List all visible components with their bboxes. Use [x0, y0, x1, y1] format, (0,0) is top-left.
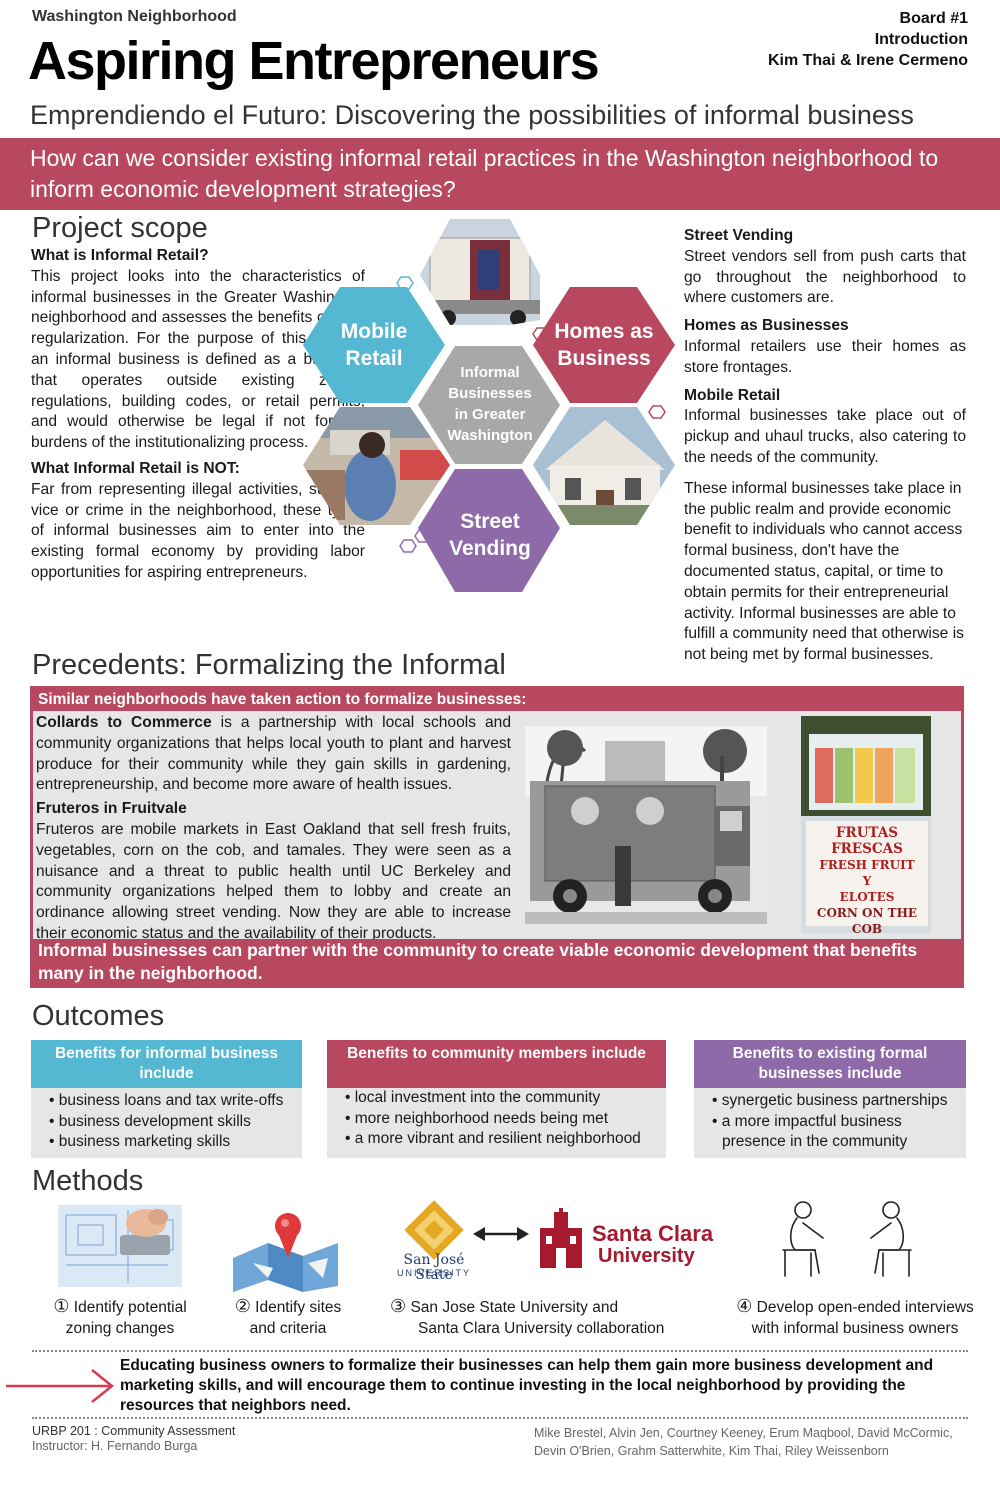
hex-street-label: Street Vending [449, 510, 531, 560]
mobile-text: Informal businesses take place out of pi… [684, 407, 966, 466]
hex-mobile-retail [303, 287, 445, 403]
arrow-icon [6, 1369, 115, 1403]
street-text: Street vendors sell from push carts that… [684, 247, 966, 307]
small-hex-3 [648, 405, 666, 419]
board-info: Board #1 Introduction Kim Thai & Irene C… [768, 8, 968, 71]
hex-homes-business [533, 287, 675, 403]
outcome-item: • business development skills [49, 1112, 251, 1130]
outcome-title-informal: Benefits for informal business include [31, 1040, 302, 1088]
divider-dots-top [32, 1350, 968, 1352]
sjsu-sub: UNIVERSITY [396, 1268, 471, 1278]
sign-line-4: ELOTES [839, 890, 895, 904]
outcome-box-informal: Benefits for informal business include •… [31, 1040, 302, 1158]
fruteros-text: Fruteros are mobile markets in East Oakl… [36, 820, 511, 942]
sjsu-logo-icon [404, 1200, 464, 1260]
subtitle: Emprendiendo el Futuro: Discovering the … [30, 100, 914, 130]
precedents-box: Similar neighborhoods have taken action … [30, 686, 964, 988]
methods-heading: Methods [32, 1165, 144, 1197]
not-heading: What Informal Retail is NOT: [31, 459, 240, 477]
scope-left-text: What is Informal Retail? This project lo… [31, 246, 365, 584]
scu-name-1: Santa Clara [592, 1221, 714, 1246]
collards-text: is a partnership with local schools and … [36, 714, 511, 794]
footer-team: Mike Brestel, Alvin Jen, Courtney Keeney… [534, 1424, 953, 1460]
what-heading: What is Informal Retail? [31, 247, 209, 264]
street-heading: Street Vending [684, 227, 794, 244]
board-authors: Kim Thai & Irene Cermeno [767, 52, 968, 69]
homes-text: Informal retailers use their homes as st… [684, 337, 966, 376]
method-caption-2: ② Identify sites and criteria [234, 1296, 342, 1337]
not-text: Far from representing illegal activities… [31, 480, 365, 581]
instructor-name: Instructor: H. Fernando Burga [32, 1439, 198, 1453]
homes-heading: Homes as Businesses [684, 317, 849, 335]
double-arrow-icon [473, 1227, 529, 1241]
house-photo [533, 407, 675, 525]
fruteros-heading: Fruteros in Fruitvale [36, 800, 187, 818]
outcome-box-community: Benefits to community members include • … [327, 1040, 666, 1158]
small-hex-1 [396, 276, 414, 290]
small-hex-2 [532, 327, 550, 341]
sign-line-5: CORN ON THE COB [816, 906, 918, 933]
method-caption-4: ④ Develop open-ended interviews with inf… [736, 1296, 974, 1337]
collards-name: Collards to Commerce [36, 714, 212, 731]
research-question: How can we consider existing informal re… [0, 138, 1000, 210]
outcome-item: • synergetic business partnerships [712, 1092, 948, 1109]
outcome-item: • business loans and tax write-offs [49, 1092, 284, 1109]
board-number: Board #1 [899, 10, 968, 27]
team-line-2: Devin O'Brien, Grahm Satterwhite, Kim Th… [534, 1444, 889, 1458]
outcome-item: • a more vibrant and resilient neighborh… [345, 1130, 641, 1147]
precedents-text: Collards to Commerce is a partnership wi… [36, 713, 511, 948]
truck-photo [420, 219, 540, 325]
sign-line-3: Y [862, 874, 872, 888]
method-caption-1: ① Identify potential zoning changes [53, 1296, 187, 1337]
small-hex-5 [399, 539, 417, 553]
hex-center [418, 346, 560, 464]
outcome-box-formal: Benefits to existing formal businesses i… [694, 1040, 966, 1158]
precedents-footer: Informal businesses can partner with the… [33, 939, 961, 985]
kicker: Washington Neighborhood [32, 8, 237, 25]
poster-title: Aspiring Entrepreneurs [28, 31, 600, 91]
sign-line-2: FRESH FRUIT [819, 858, 915, 872]
scope-heading: Project scope [32, 212, 208, 244]
outcome-title-formal: Benefits to existing formal businesses i… [694, 1040, 966, 1088]
fruit-truck-photo [525, 726, 767, 924]
scu-mission-icon [540, 1208, 582, 1268]
hex-street-vending [418, 469, 560, 592]
hex-center-label: Informal Businesses in Greater Washingto… [447, 364, 533, 444]
what-text: This project looks into the characterist… [31, 267, 365, 452]
hexagon-diagram [303, 219, 675, 592]
interview-sketch-icon [782, 1201, 912, 1277]
team-line-1: Mike Brestel, Alvin Jen, Courtney Keeney… [534, 1426, 953, 1440]
method-caption-3: ③ San Jose State University and Santa Cl… [390, 1296, 665, 1337]
outcome-item: • local investment into the community [345, 1089, 601, 1106]
sign-line-1: FRUTAS FRESCAS [831, 825, 903, 857]
scope-right-text: Street Vending Street vendors sell from … [684, 226, 966, 666]
outcomes-heading: Outcomes [32, 1000, 165, 1032]
collards-paragraph: Collards to Commerce is a partnership wi… [36, 713, 511, 796]
outcome-item: • a more impactful business presence in … [712, 1112, 908, 1151]
summary-text: These informal businesses take place in … [684, 479, 964, 664]
sjsu-name: San José State [403, 1252, 465, 1283]
conclusion-text: Educating business owners to formalize t… [120, 1357, 934, 1414]
board-section: Introduction [874, 31, 968, 48]
divider-dots-bottom [32, 1417, 968, 1419]
outcome-title-community: Benefits to community members include [327, 1040, 666, 1088]
hex-mobile-label: Mobile Retail [340, 320, 408, 370]
outcome-item: • more neighborhood needs being met [345, 1109, 609, 1127]
fruit-sign-photo: FRUTAS FRESCAS FRESH FRUIT Y ELOTES CORN… [801, 716, 931, 933]
hex-homes-label: Homes as Business [554, 320, 654, 370]
map-pin-icon [233, 1213, 338, 1292]
outcome-item: • business marketing skills [49, 1133, 231, 1150]
mobile-heading: Mobile Retail [684, 386, 781, 404]
precedents-heading: Precedents: Formalizing the Informal [32, 649, 506, 681]
blueprint-icon [58, 1205, 182, 1287]
small-hex-4 [414, 529, 432, 543]
course-name: URBP 201 : Community Assessment [32, 1424, 236, 1438]
precedents-bar: Similar neighborhoods have taken action … [33, 689, 961, 711]
footer-course-info: URBP 201 : Community Assessment Instruct… [32, 1424, 235, 1454]
scu-name-2: University [598, 1245, 695, 1267]
